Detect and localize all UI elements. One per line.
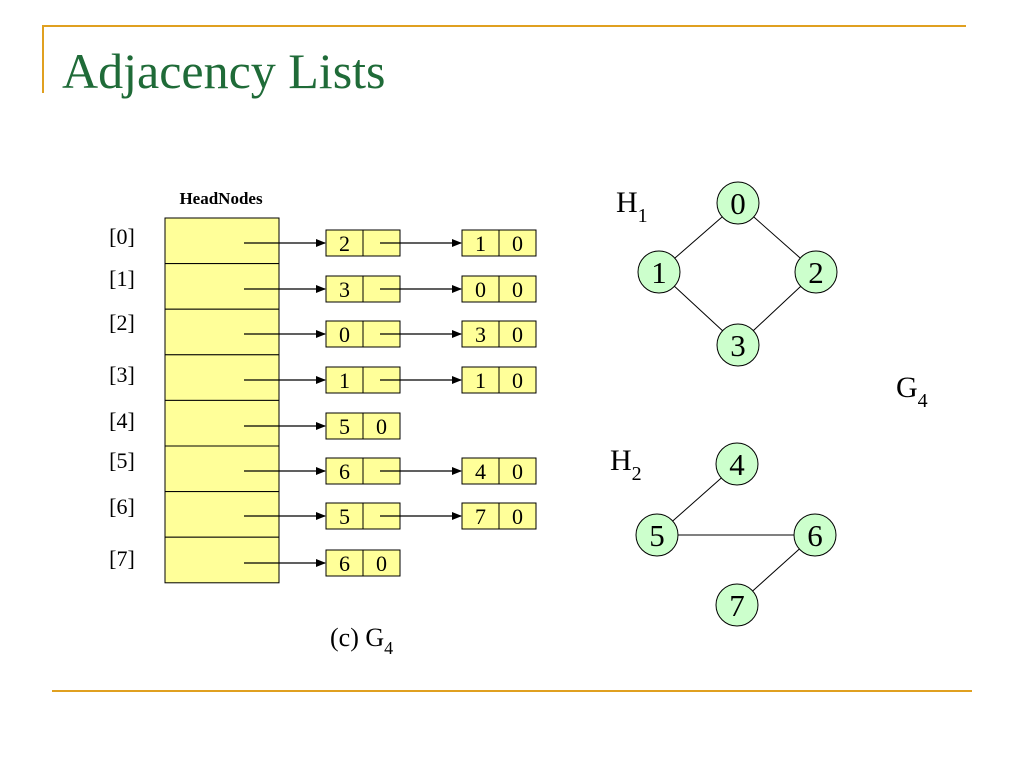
vertex-field: 6 [339, 551, 350, 576]
frame-bottom-line [52, 690, 972, 692]
graph-vertex-label: 7 [729, 588, 745, 623]
graph-vertex-label: 1 [651, 255, 667, 290]
head-node [164, 491, 280, 538]
graph-vertex-circle [716, 181, 760, 225]
link-field: 0 [512, 504, 523, 529]
frame-top-line [42, 25, 966, 27]
vertex-field: 4 [475, 459, 486, 484]
graph-edge [674, 285, 723, 332]
graph-vertex: 7 [715, 583, 759, 627]
head-node [164, 536, 280, 584]
head-node [164, 263, 280, 310]
component-label: H1 [616, 186, 648, 227]
vertex-field: 0 [475, 277, 486, 302]
row-index-label: [0] [109, 224, 135, 249]
link-field: 0 [376, 551, 387, 576]
frame-left-line [42, 25, 44, 93]
graph-label: G4 [896, 371, 928, 412]
graph-vertex-circle [637, 250, 681, 294]
head-node [164, 354, 280, 401]
graph-vertex-circle [715, 583, 759, 627]
vertex-field: 1 [475, 231, 486, 256]
graph-vertex-circle [635, 513, 679, 557]
graph-edge [752, 548, 800, 592]
row-index-label: [2] [109, 310, 135, 335]
link-field: 0 [512, 322, 523, 347]
vertex-field: 6 [339, 459, 350, 484]
graph-vertex: 1 [637, 250, 681, 294]
vertex-field: 3 [475, 322, 486, 347]
graph-drawing: 0 1 2 3 H1 4 5 6 7 H2 [610, 181, 838, 627]
graph-vertex-label: 0 [730, 186, 746, 221]
list-node: 6 [325, 457, 401, 485]
graph-vertex-label: 4 [729, 447, 745, 482]
graph-vertex-label: 3 [730, 328, 746, 363]
graph-vertex-label: 6 [807, 518, 823, 553]
vertex-field: 5 [339, 414, 350, 439]
vertex-field: 1 [339, 368, 350, 393]
graph-vertex: 4 [715, 442, 759, 486]
graph-edge [753, 216, 801, 259]
link-field: 0 [376, 414, 387, 439]
row-index-label: [7] [109, 546, 135, 571]
head-node [164, 399, 280, 447]
link-field: 0 [512, 277, 523, 302]
graph-vertex: 3 [716, 323, 760, 367]
component-label: H2 [610, 444, 642, 485]
graph-vertex-label: 5 [649, 518, 665, 553]
graph-vertex-label: 2 [808, 255, 824, 290]
link-field: 0 [512, 368, 523, 393]
link-field: 0 [512, 459, 523, 484]
graph-vertex-circle [715, 442, 759, 486]
row-index-label: [5] [109, 448, 135, 473]
vertex-field: 3 [339, 277, 350, 302]
graph-edge [672, 477, 722, 522]
vertex-field: 1 [475, 368, 486, 393]
graph-edge [752, 285, 802, 332]
vertex-field: 0 [339, 322, 350, 347]
row-index-label: [6] [109, 494, 135, 519]
graph-vertex: 2 [794, 250, 838, 294]
list-node: 2 [325, 229, 401, 257]
graph-vertex: 5 [635, 513, 679, 557]
vertex-field: 7 [475, 504, 486, 529]
head-nodes-label: HeadNodes [179, 189, 263, 208]
graph-vertex: 6 [793, 513, 837, 557]
graph-vertex-circle [793, 513, 837, 557]
caption: (c) G4 [330, 623, 393, 658]
head-node [164, 308, 280, 356]
vertex-field: 2 [339, 231, 350, 256]
graph-vertex-circle [794, 250, 838, 294]
page-title: Adjacency Lists [62, 43, 386, 99]
head-node [164, 445, 280, 493]
row-index-label: [1] [109, 266, 135, 291]
row-index-label: [4] [109, 408, 135, 433]
vertex-field: 5 [339, 504, 350, 529]
row-index-label: [3] [109, 362, 135, 387]
graph-vertex: 0 [716, 181, 760, 225]
link-field: 0 [512, 231, 523, 256]
graph-edge [674, 216, 723, 259]
head-node [164, 217, 280, 265]
graph-vertex-circle [716, 323, 760, 367]
